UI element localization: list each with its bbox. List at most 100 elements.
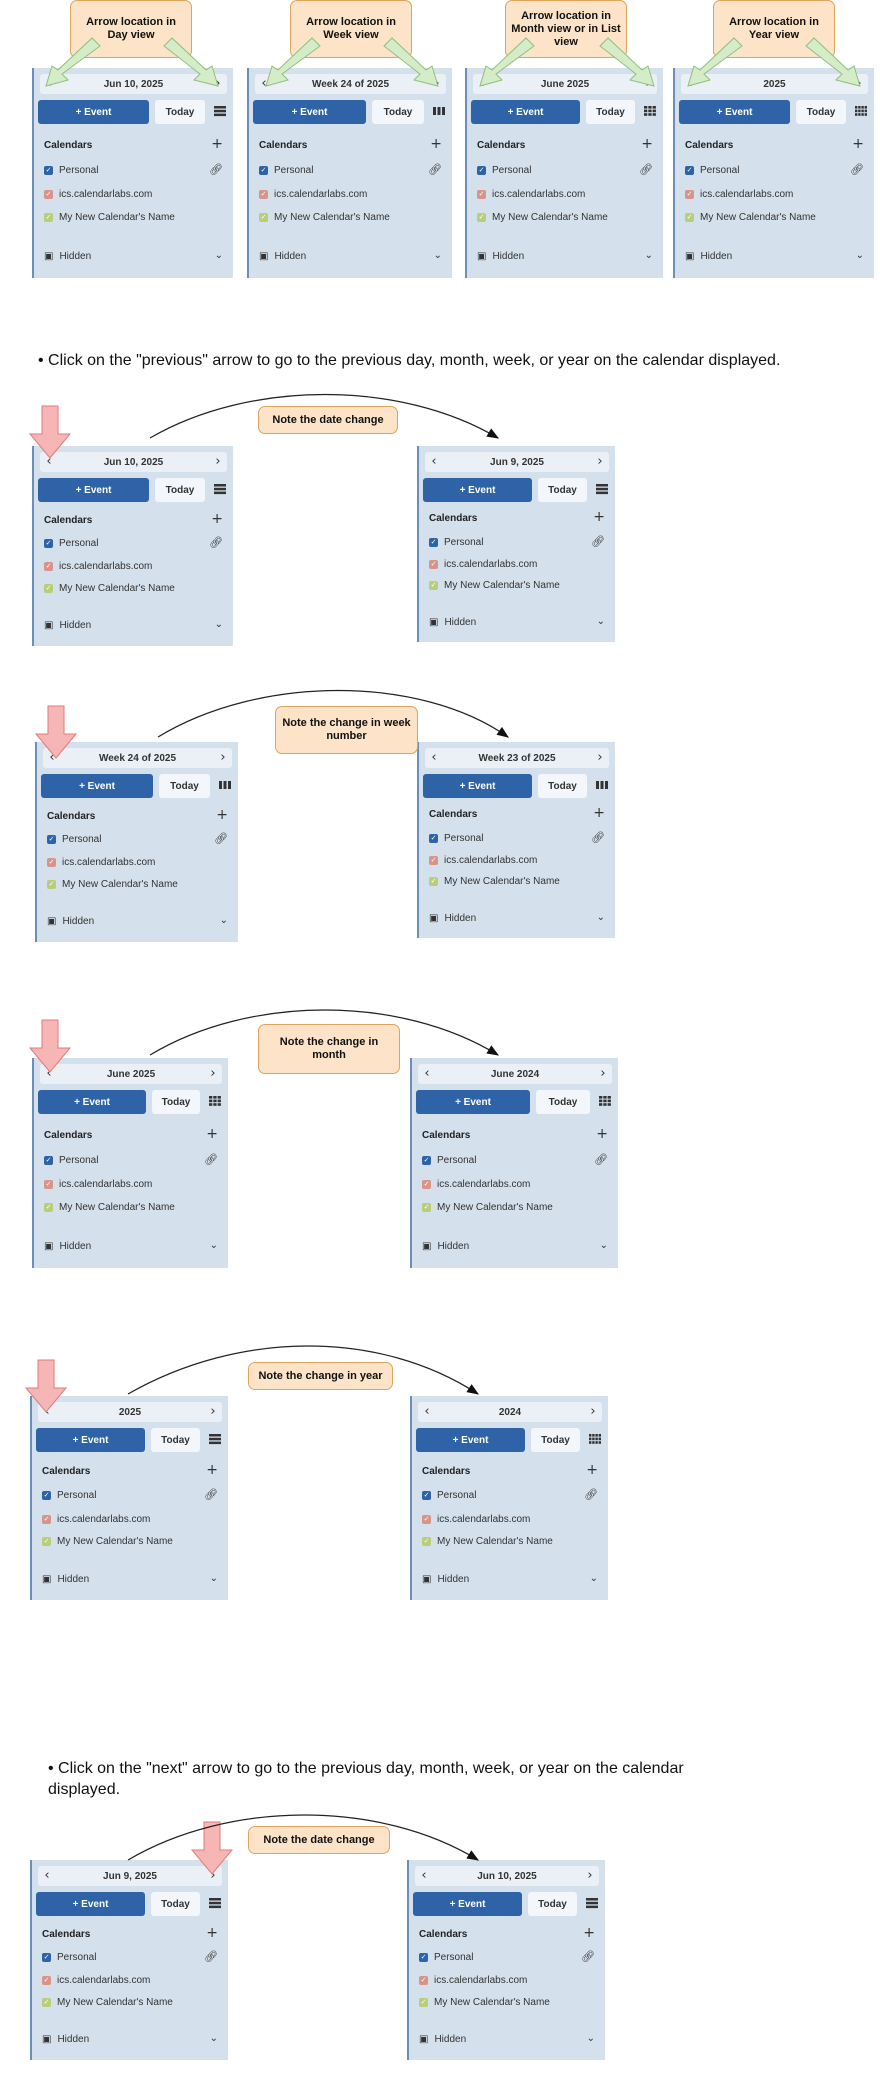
- today-button[interactable]: Today: [151, 1892, 200, 1916]
- calendar-item-new[interactable]: ✓ My New Calendar's Name: [429, 580, 560, 591]
- add-calendar-icon[interactable]: +: [641, 136, 653, 152]
- month-view-icon[interactable]: [643, 104, 657, 118]
- calendar-item-new[interactable]: ✓ My New Calendar's Name: [42, 1536, 173, 1547]
- today-button[interactable]: Today: [538, 478, 587, 502]
- list-view-icon[interactable]: [595, 482, 609, 496]
- checkbox-checked-icon[interactable]: ✓: [259, 213, 268, 222]
- today-button[interactable]: Today: [159, 774, 210, 798]
- calendar-item-new[interactable]: ✓ My New Calendar's Name: [47, 879, 178, 890]
- chevron-down-icon[interactable]: ⌄: [599, 1240, 608, 1251]
- previous-arrow-button[interactable]: ‹: [421, 1868, 427, 1883]
- calendar-item-ics[interactable]: ✓ ics.calendarlabs.com: [44, 561, 152, 572]
- today-button[interactable]: Today: [155, 478, 205, 502]
- hidden-section[interactable]: ▣ Hidden: [419, 2034, 466, 2045]
- checkbox-checked-icon[interactable]: ✓: [44, 562, 53, 571]
- hidden-section[interactable]: ▣ Hidden: [42, 2034, 89, 2045]
- calendar-item-ics[interactable]: ✓ ics.calendarlabs.com: [422, 1179, 530, 1190]
- year-view-icon[interactable]: [854, 104, 868, 118]
- calendar-item-new[interactable]: ✓ My New Calendar's Name: [422, 1202, 553, 1213]
- next-arrow-button[interactable]: ›: [215, 454, 221, 469]
- link-icon[interactable]: 🔗︎: [214, 832, 228, 845]
- hidden-section[interactable]: ▣ Hidden: [47, 916, 94, 927]
- add-calendar-icon[interactable]: +: [216, 807, 228, 823]
- add-event-button[interactable]: + Event: [416, 1090, 530, 1114]
- chevron-down-icon[interactable]: ⌄: [214, 619, 223, 630]
- today-button[interactable]: Today: [372, 100, 424, 124]
- week-view-icon[interactable]: [218, 778, 232, 792]
- hidden-section[interactable]: ▣ Hidden: [42, 1574, 89, 1585]
- checkbox-checked-icon[interactable]: ✓: [42, 1537, 51, 1546]
- today-button[interactable]: Today: [528, 1892, 577, 1916]
- checkbox-checked-icon[interactable]: ✓: [42, 1953, 51, 1962]
- hidden-section[interactable]: ▣ Hidden: [685, 251, 732, 262]
- chevron-down-icon[interactable]: ⌄: [589, 1573, 598, 1584]
- calendar-item-personal[interactable]: ✓ Personal: [44, 1155, 98, 1166]
- calendar-item-ics[interactable]: ✓ ics.calendarlabs.com: [42, 1975, 150, 1986]
- add-calendar-icon[interactable]: +: [211, 511, 223, 527]
- hidden-section[interactable]: ▣ Hidden: [429, 913, 476, 924]
- checkbox-checked-icon[interactable]: ✓: [44, 539, 53, 548]
- calendar-item-ics[interactable]: ✓ ics.calendarlabs.com: [42, 1514, 150, 1525]
- week-view-icon[interactable]: [432, 104, 446, 118]
- calendar-item-ics[interactable]: ✓ ics.calendarlabs.com: [422, 1514, 530, 1525]
- add-event-button[interactable]: + Event: [423, 478, 532, 502]
- checkbox-checked-icon[interactable]: ✓: [429, 560, 438, 569]
- hidden-section[interactable]: ▣ Hidden: [429, 617, 476, 628]
- calendar-item-new[interactable]: ✓ My New Calendar's Name: [429, 876, 560, 887]
- checkbox-checked-icon[interactable]: ✓: [422, 1203, 431, 1212]
- checkbox-checked-icon[interactable]: ✓: [419, 1998, 428, 2007]
- hidden-section[interactable]: ▣ Hidden: [477, 251, 524, 262]
- chevron-down-icon[interactable]: ⌄: [209, 2033, 218, 2044]
- next-arrow-button[interactable]: ›: [210, 1868, 216, 1883]
- link-icon[interactable]: 🔗︎: [584, 1488, 598, 1501]
- add-calendar-icon[interactable]: +: [852, 136, 864, 152]
- calendar-item-personal[interactable]: ✓ Personal: [419, 1952, 473, 1963]
- calendar-item-ics[interactable]: ✓ ics.calendarlabs.com: [429, 855, 537, 866]
- calendar-item-ics[interactable]: ✓ ics.calendarlabs.com: [477, 189, 585, 200]
- link-icon[interactable]: 🔗︎: [204, 1950, 218, 1963]
- checkbox-checked-icon[interactable]: ✓: [47, 880, 56, 889]
- previous-arrow-button[interactable]: ‹: [49, 750, 55, 765]
- calendar-item-new[interactable]: ✓ My New Calendar's Name: [44, 1202, 175, 1213]
- link-icon[interactable]: 🔗︎: [428, 163, 442, 176]
- checkbox-checked-icon[interactable]: ✓: [44, 584, 53, 593]
- next-arrow-button[interactable]: ›: [215, 76, 221, 91]
- next-arrow-button[interactable]: ›: [600, 1066, 606, 1081]
- next-arrow-button[interactable]: ›: [587, 1868, 593, 1883]
- add-event-button[interactable]: + Event: [38, 478, 149, 502]
- next-arrow-button[interactable]: ›: [597, 750, 603, 765]
- checkbox-checked-icon[interactable]: ✓: [429, 834, 438, 843]
- calendar-item-personal[interactable]: ✓ Personal: [42, 1952, 96, 1963]
- checkbox-checked-icon[interactable]: ✓: [429, 856, 438, 865]
- hidden-section[interactable]: ▣ Hidden: [422, 1241, 469, 1252]
- checkbox-checked-icon[interactable]: ✓: [422, 1537, 431, 1546]
- add-calendar-icon[interactable]: +: [206, 1126, 218, 1142]
- link-icon[interactable]: 🔗︎: [204, 1153, 218, 1166]
- today-button[interactable]: Today: [536, 1090, 590, 1114]
- chevron-down-icon[interactable]: ⌄: [209, 1240, 218, 1251]
- calendar-item-ics[interactable]: ✓ ics.calendarlabs.com: [44, 189, 152, 200]
- next-arrow-button[interactable]: ›: [220, 750, 226, 765]
- calendar-item-ics[interactable]: ✓ ics.calendarlabs.com: [259, 189, 367, 200]
- calendar-item-personal[interactable]: ✓ Personal: [44, 165, 98, 176]
- hidden-section[interactable]: ▣ Hidden: [44, 1241, 91, 1252]
- checkbox-checked-icon[interactable]: ✓: [422, 1180, 431, 1189]
- calendar-item-ics[interactable]: ✓ ics.calendarlabs.com: [47, 857, 155, 868]
- next-arrow-button[interactable]: ›: [210, 1404, 216, 1419]
- checkbox-checked-icon[interactable]: ✓: [42, 1515, 51, 1524]
- calendar-item-ics[interactable]: ✓ ics.calendarlabs.com: [429, 559, 537, 570]
- today-button[interactable]: Today: [796, 100, 846, 124]
- checkbox-checked-icon[interactable]: ✓: [685, 213, 694, 222]
- checkbox-checked-icon[interactable]: ✓: [429, 581, 438, 590]
- link-icon[interactable]: 🔗︎: [209, 163, 223, 176]
- chevron-down-icon[interactable]: ⌄: [586, 2033, 595, 2044]
- today-button[interactable]: Today: [151, 1428, 200, 1452]
- calendar-item-new[interactable]: ✓ My New Calendar's Name: [259, 212, 390, 223]
- checkbox-checked-icon[interactable]: ✓: [47, 858, 56, 867]
- add-event-button[interactable]: + Event: [423, 774, 532, 798]
- today-button[interactable]: Today: [538, 774, 587, 798]
- calendar-item-personal[interactable]: ✓ Personal: [429, 537, 483, 548]
- checkbox-checked-icon[interactable]: ✓: [44, 1180, 53, 1189]
- add-event-button[interactable]: + Event: [679, 100, 790, 124]
- week-view-icon[interactable]: [595, 778, 609, 792]
